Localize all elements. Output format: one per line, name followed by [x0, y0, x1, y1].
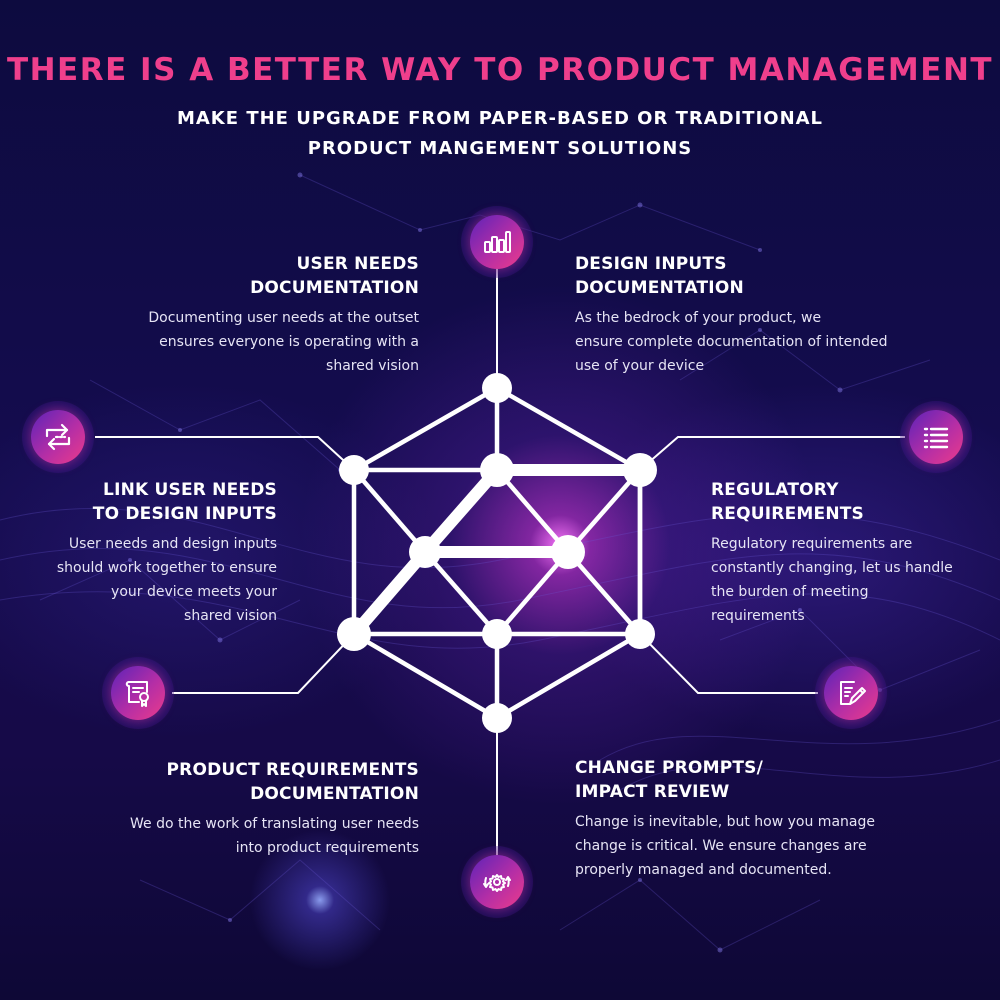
block-description: Regulatory requirements are constantly c…: [711, 532, 991, 628]
document-pen-icon: [815, 657, 887, 729]
inner-line-4: [566, 468, 642, 554]
heading-line: DOCUMENTATION: [575, 278, 744, 298]
desc-line: constantly changing, let us handle: [711, 560, 953, 576]
node-top: [482, 373, 512, 403]
subtitle-line-2: PRODUCT MANGEMENT SOLUTIONS: [307, 138, 693, 159]
connector-upper-left: [95, 436, 355, 471]
block-heading: PRODUCT REQUIREMENTS DOCUMENTATION: [19, 758, 419, 806]
connector-lower-left: [172, 633, 355, 694]
node-lower-left: [337, 617, 371, 651]
heading-line: IMPACT REVIEW: [575, 782, 730, 802]
connector-upper-right: [639, 436, 905, 471]
desc-line: change is critical. We ensure changes ar…: [575, 838, 867, 854]
node-upper-left: [339, 455, 369, 485]
desc-line: shared vision: [326, 358, 419, 374]
heading-line: DESIGN INPUTS: [575, 254, 727, 274]
heading-line: TO DESIGN INPUTS: [92, 504, 277, 524]
heading-line: REQUIREMENTS: [711, 504, 864, 524]
gear-cycle-icon: [461, 846, 533, 918]
desc-line: ensures everyone is operating with a: [159, 334, 419, 350]
heading-line: PRODUCT REQUIREMENTS: [166, 760, 419, 780]
node-mid-right: [551, 535, 585, 569]
desc-line: properly managed and documented.: [575, 862, 832, 878]
block-description: We do the work of translating user needs…: [19, 812, 419, 860]
inner-line-5: [423, 550, 499, 636]
desc-line: Documenting user needs at the outset: [148, 310, 419, 326]
block-heading: CHANGE PROMPTS/ IMPACT REVIEW: [575, 756, 955, 804]
block-heading: LINK USER NEEDS TO DESIGN INPUTS: [7, 478, 277, 526]
desc-line: requirements: [711, 608, 805, 624]
heading-line: REGULATORY: [711, 480, 839, 500]
block-description: User needs and design inputs should work…: [7, 532, 277, 628]
desc-line: should work together to ensure: [56, 560, 277, 576]
page-title: THERE IS A BETTER WAY TO PRODUCT MANAGEM…: [6, 52, 994, 88]
block-user-needs: USER NEEDS DOCUMENTATION Documenting use…: [39, 252, 419, 378]
desc-line: the burden of meeting: [711, 584, 869, 600]
node-upper-right: [623, 453, 657, 487]
block-regulatory: REGULATORY REQUIREMENTS Regulatory requi…: [711, 478, 991, 628]
desc-line: ensure complete documentation of intende…: [575, 334, 888, 350]
block-heading: REGULATORY REQUIREMENTS: [711, 478, 991, 526]
block-description: As the bedrock of your product, we ensur…: [575, 306, 955, 378]
node-center-bottom: [482, 619, 512, 649]
node-mid-left: [409, 536, 441, 568]
node-bottom: [482, 703, 512, 733]
desc-line: We do the work of translating user needs: [129, 816, 419, 832]
block-description: Change is inevitable, but how you manage…: [575, 810, 955, 882]
heading-line: CHANGE PROMPTS/: [575, 758, 763, 778]
desc-line: Regulatory requirements are: [711, 536, 913, 552]
desc-line: As the bedrock of your product, we: [575, 310, 822, 326]
list-icon: [900, 401, 972, 473]
arrows-swap-icon: [22, 401, 94, 473]
block-heading: USER NEEDS DOCUMENTATION: [39, 252, 419, 300]
node-lower-right: [625, 619, 655, 649]
desc-line: Change is inevitable, but how you manage: [575, 814, 875, 830]
block-heading: DESIGN INPUTS DOCUMENTATION: [575, 252, 955, 300]
block-description: Documenting user needs at the outset ens…: [39, 306, 419, 378]
block-product-req: PRODUCT REQUIREMENTS DOCUMENTATION We do…: [19, 758, 419, 860]
block-design-inputs: DESIGN INPUTS DOCUMENTATION As the bedro…: [575, 252, 955, 378]
inner-line-6: [495, 550, 570, 636]
connector-lower-right: [639, 633, 818, 694]
heading-line: DOCUMENTATION: [250, 278, 419, 298]
desc-line: User needs and design inputs: [68, 536, 277, 552]
desc-line: use of your device: [575, 358, 705, 374]
certificate-icon: [102, 657, 174, 729]
page-subtitle: MAKE THE UPGRADE FROM PAPER-BASED OR TRA…: [150, 104, 850, 164]
inner-line-7: [566, 550, 642, 636]
heading-line: DOCUMENTATION: [250, 784, 419, 804]
heading-line: USER NEEDS: [296, 254, 419, 274]
desc-line: shared vision: [184, 608, 277, 624]
inner-line-11: [495, 468, 570, 554]
highlight-path: [348, 464, 646, 640]
inner-line-3: [352, 468, 427, 554]
subtitle-line-1: MAKE THE UPGRADE FROM PAPER-BASED OR TRA…: [176, 108, 824, 129]
desc-line: into product requirements: [235, 840, 419, 856]
block-link-needs: LINK USER NEEDS TO DESIGN INPUTS User ne…: [7, 478, 277, 628]
bar-chart-icon: [461, 206, 533, 278]
heading-line: LINK USER NEEDS: [103, 480, 277, 500]
desc-line: your device meets your: [111, 584, 277, 600]
block-change-prompts: CHANGE PROMPTS/ IMPACT REVIEW Change is …: [575, 756, 955, 882]
node-center-top: [480, 453, 514, 487]
